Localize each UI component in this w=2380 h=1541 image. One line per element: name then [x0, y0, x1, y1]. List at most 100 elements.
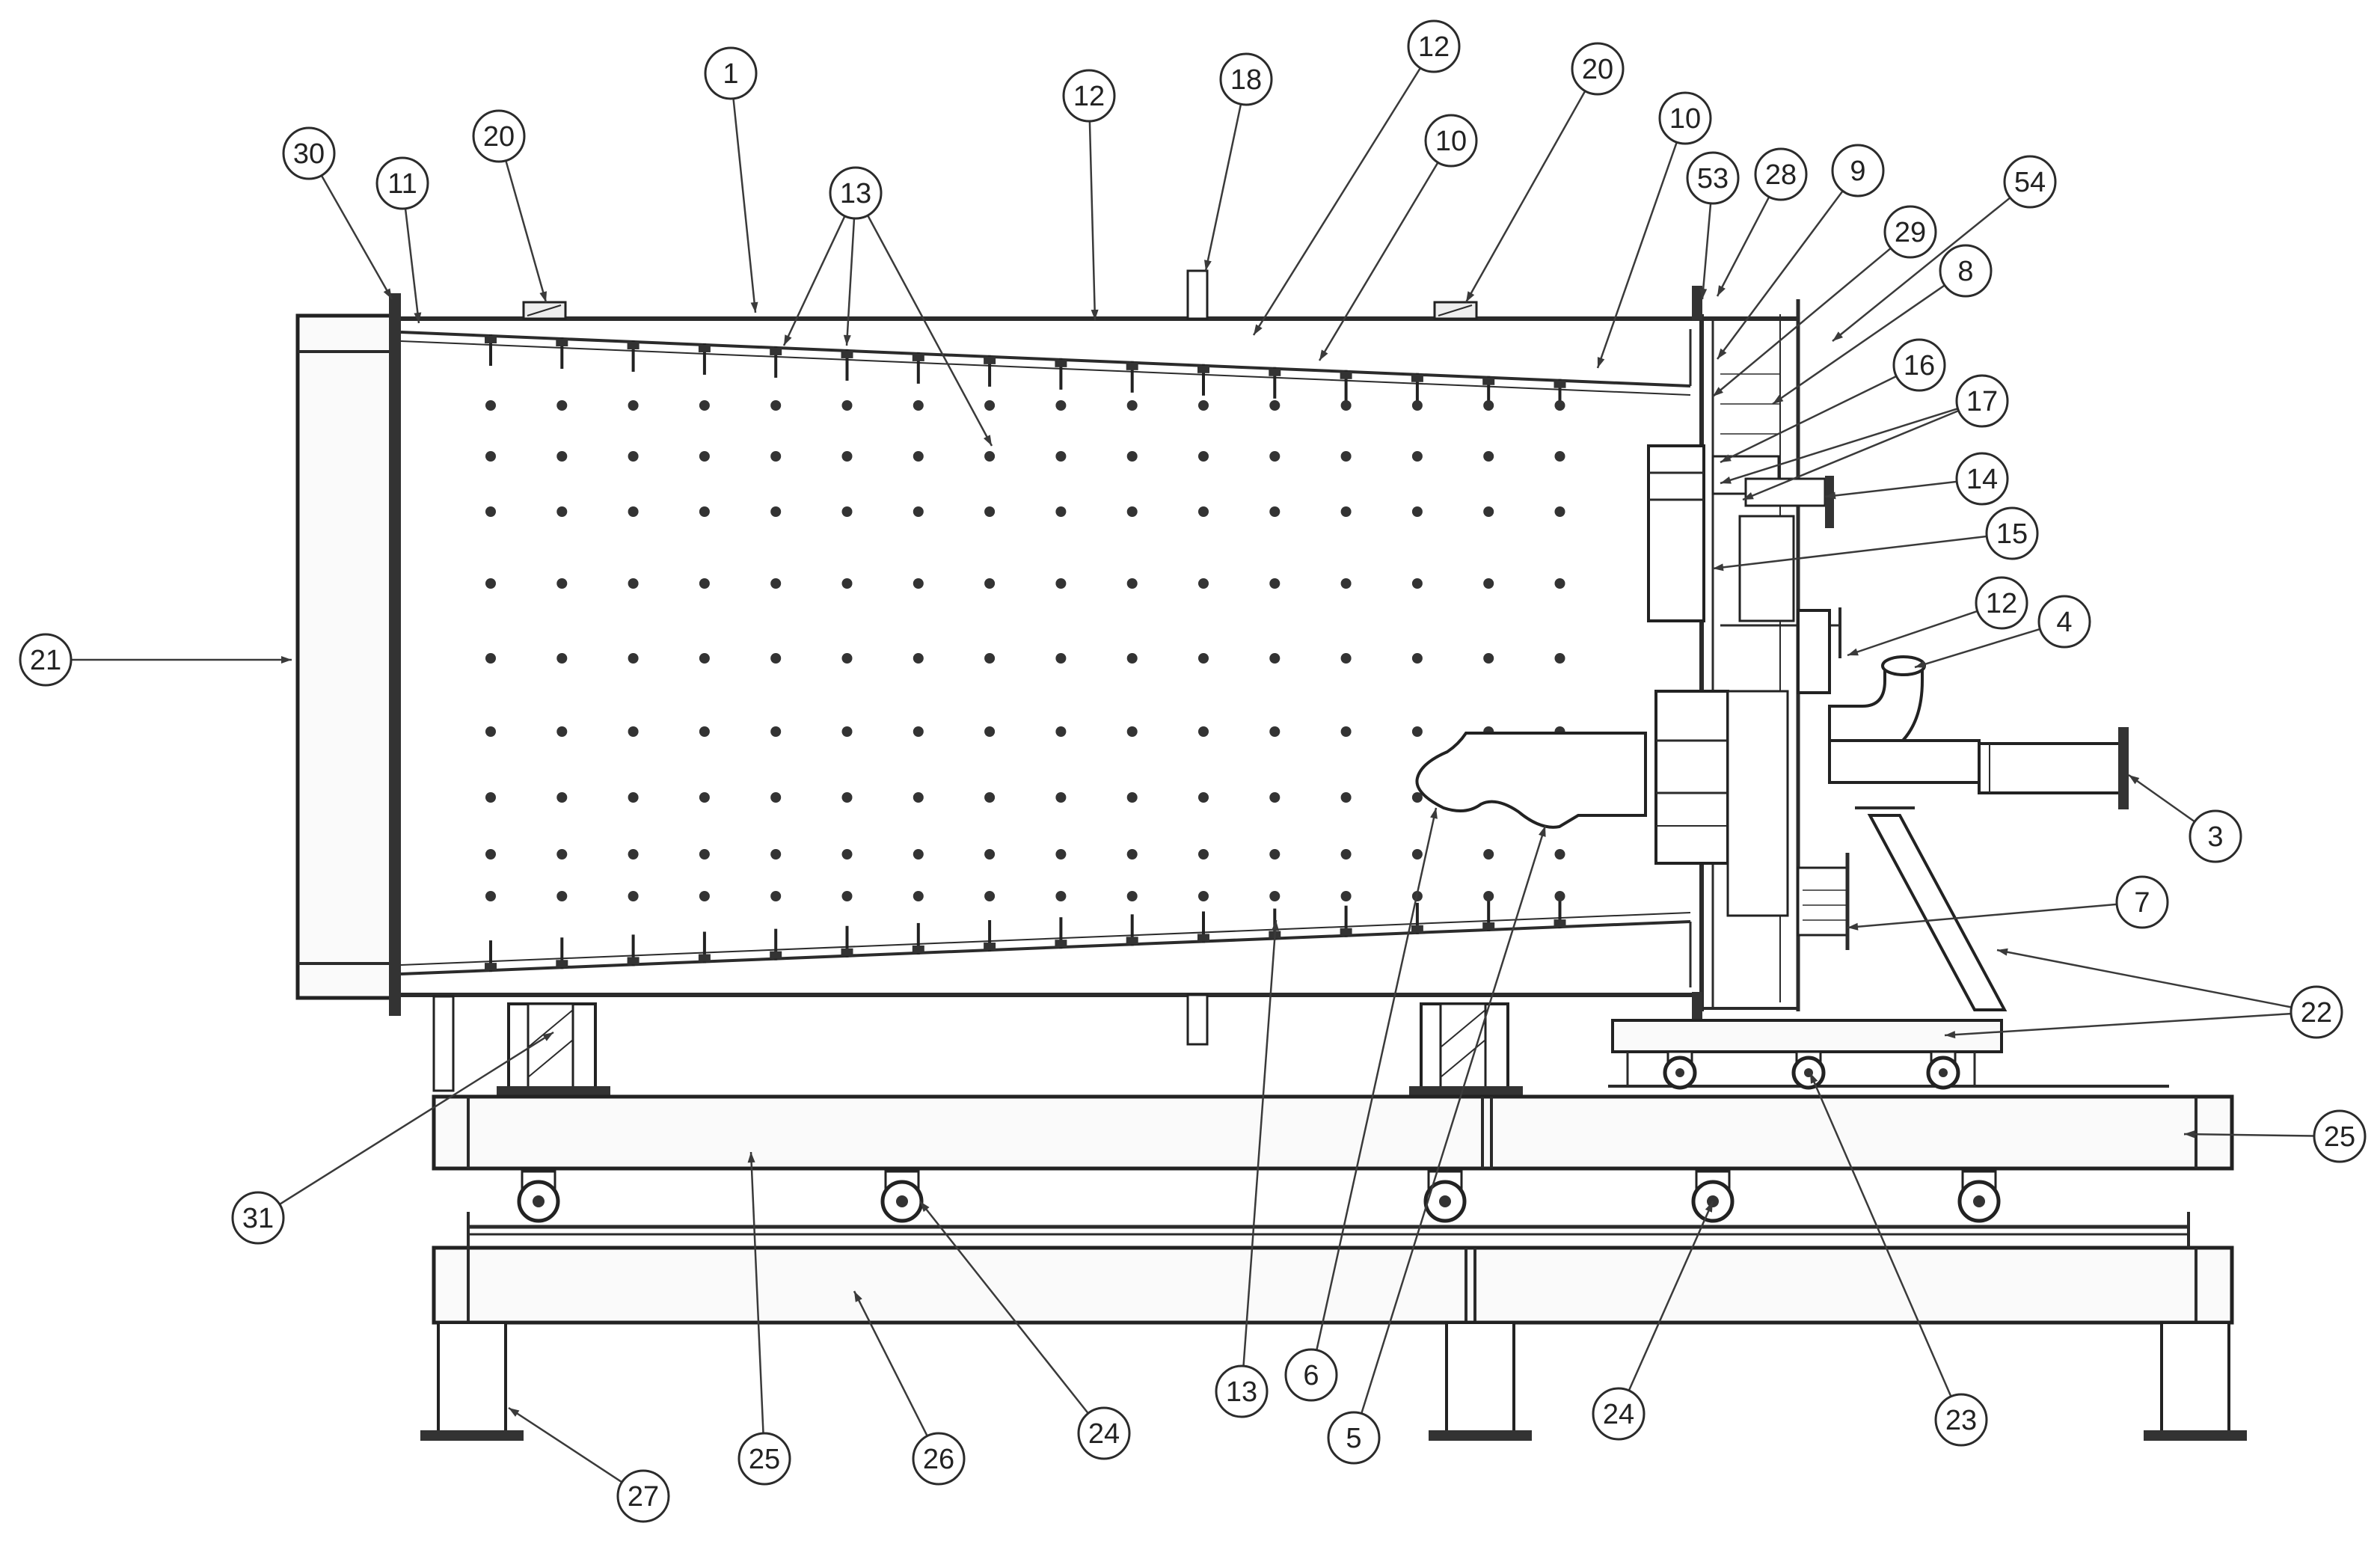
- callout-number: 13: [1226, 1376, 1257, 1408]
- callout-8: 8: [1939, 244, 1993, 298]
- perforation-dot: [556, 849, 568, 860]
- perforation-dot: [1055, 849, 1067, 860]
- perforation-dot: [1483, 400, 1494, 411]
- perforation-dot: [841, 726, 853, 737]
- perforation-dot: [1198, 400, 1209, 411]
- leader-line: [404, 208, 420, 324]
- callout-9: 9: [1831, 144, 1885, 197]
- leader-line: [1712, 247, 1892, 397]
- leader-arrowhead: [1091, 309, 1099, 320]
- callout-circle: [912, 1432, 966, 1486]
- leader-arrowhead: [747, 1152, 755, 1163]
- leader-line: [2128, 773, 2195, 823]
- entrance-cowl: [295, 313, 394, 1000]
- leader-arrowhead: [1430, 808, 1438, 819]
- callout-circle: [2289, 985, 2343, 1039]
- nozzle-cap: [984, 356, 996, 364]
- leader-arrowhead: [1743, 492, 1754, 500]
- callout-circle: [2037, 595, 2091, 649]
- perforation-dot: [1269, 451, 1281, 462]
- callout-circle: [1062, 69, 1116, 123]
- leader-line: [1252, 67, 1422, 336]
- callout-number: 12: [1073, 81, 1105, 112]
- perforation-dot: [770, 891, 782, 901]
- perforation-dot: [1340, 653, 1352, 664]
- callout-10: 10: [1658, 91, 1712, 145]
- perforation-dot: [1055, 653, 1067, 664]
- perforation-dot: [984, 400, 996, 411]
- perforation-dot: [556, 726, 568, 737]
- leader-line: [1720, 375, 1898, 464]
- callout-circle: [1955, 374, 2009, 428]
- callout-24: 24: [1592, 1387, 1646, 1441]
- perforated-wall: [485, 400, 1565, 901]
- callout-number: 10: [1669, 103, 1701, 135]
- leader-arrowhead: [984, 435, 992, 446]
- callout-number: 27: [628, 1481, 659, 1513]
- perforation-dot: [770, 506, 782, 517]
- perforation-dot: [913, 849, 924, 860]
- perforation-dot: [770, 400, 782, 411]
- nozzle-cap: [1411, 374, 1423, 382]
- wheel-set: [517, 1050, 2001, 1223]
- perforation-dot: [699, 506, 710, 517]
- perforation-dot: [913, 891, 924, 901]
- callout-10: 10: [1424, 114, 1478, 168]
- perforation-dot: [485, 849, 496, 860]
- callout-number: 29: [1895, 217, 1926, 248]
- callout-number: 15: [1996, 518, 2028, 550]
- perforation-dot: [1483, 653, 1494, 664]
- nozzle-cap: [485, 336, 497, 344]
- callout-4: 4: [2037, 595, 2091, 649]
- perforation-dot: [628, 891, 639, 901]
- perforation-dot: [1269, 653, 1281, 664]
- perforation-dot: [1411, 578, 1423, 589]
- perforation-dot: [984, 451, 996, 462]
- callout-circle: [231, 1191, 285, 1245]
- callout-12: 12: [1407, 19, 1461, 73]
- end-carriage: [1611, 1019, 2003, 1053]
- perforation-dot: [1126, 578, 1138, 589]
- perforation-dot: [1126, 400, 1138, 411]
- leader-arrowhead: [1915, 661, 1926, 668]
- callout-12: 12: [1975, 576, 2028, 630]
- perforation-dot: [913, 400, 924, 411]
- callout-circle: [1686, 151, 1740, 205]
- leader-line: [782, 215, 846, 346]
- callout-number: 21: [30, 645, 61, 676]
- callout-circle: [1571, 42, 1625, 96]
- saddle-left: [432, 995, 610, 1097]
- leader-line: [1996, 949, 2292, 1008]
- perforation-dot: [556, 792, 568, 803]
- leader-line: [2183, 1133, 2315, 1137]
- callout-25: 25: [2313, 1109, 2367, 1163]
- nozzle-cap: [912, 353, 924, 361]
- nozzle-row-bottom: [485, 897, 1566, 972]
- inlet-flange: [389, 293, 401, 1016]
- perforation-dot: [1198, 891, 1209, 901]
- model-body: [1415, 732, 1647, 829]
- nozzle-cap: [556, 960, 568, 968]
- perforation-dot: [1340, 792, 1352, 803]
- callout-circle: [472, 109, 526, 163]
- callout-circle: [1407, 19, 1461, 73]
- callout-13: 13: [829, 166, 883, 220]
- perforation-dot: [1554, 653, 1565, 664]
- leader-arrowhead: [843, 334, 851, 346]
- tunnel-body: [295, 269, 1800, 1046]
- leader-arrowhead: [281, 656, 292, 664]
- callout-circle: [1831, 144, 1885, 197]
- perforation-dot: [628, 451, 639, 462]
- callout-number: 53: [1697, 163, 1729, 194]
- wheel-hub: [1675, 1068, 1684, 1077]
- perforation-dot: [1411, 726, 1423, 737]
- leader-line: [508, 1406, 623, 1483]
- perforation-dot: [1554, 451, 1565, 462]
- perforation-dot: [770, 726, 782, 737]
- leader-line: [1204, 104, 1242, 272]
- perforation-dot: [485, 891, 496, 901]
- perforation-dot: [485, 451, 496, 462]
- leader-line: [1628, 1201, 1714, 1391]
- callout-number: 23: [1945, 1405, 1977, 1436]
- leader-line: [919, 1201, 1089, 1415]
